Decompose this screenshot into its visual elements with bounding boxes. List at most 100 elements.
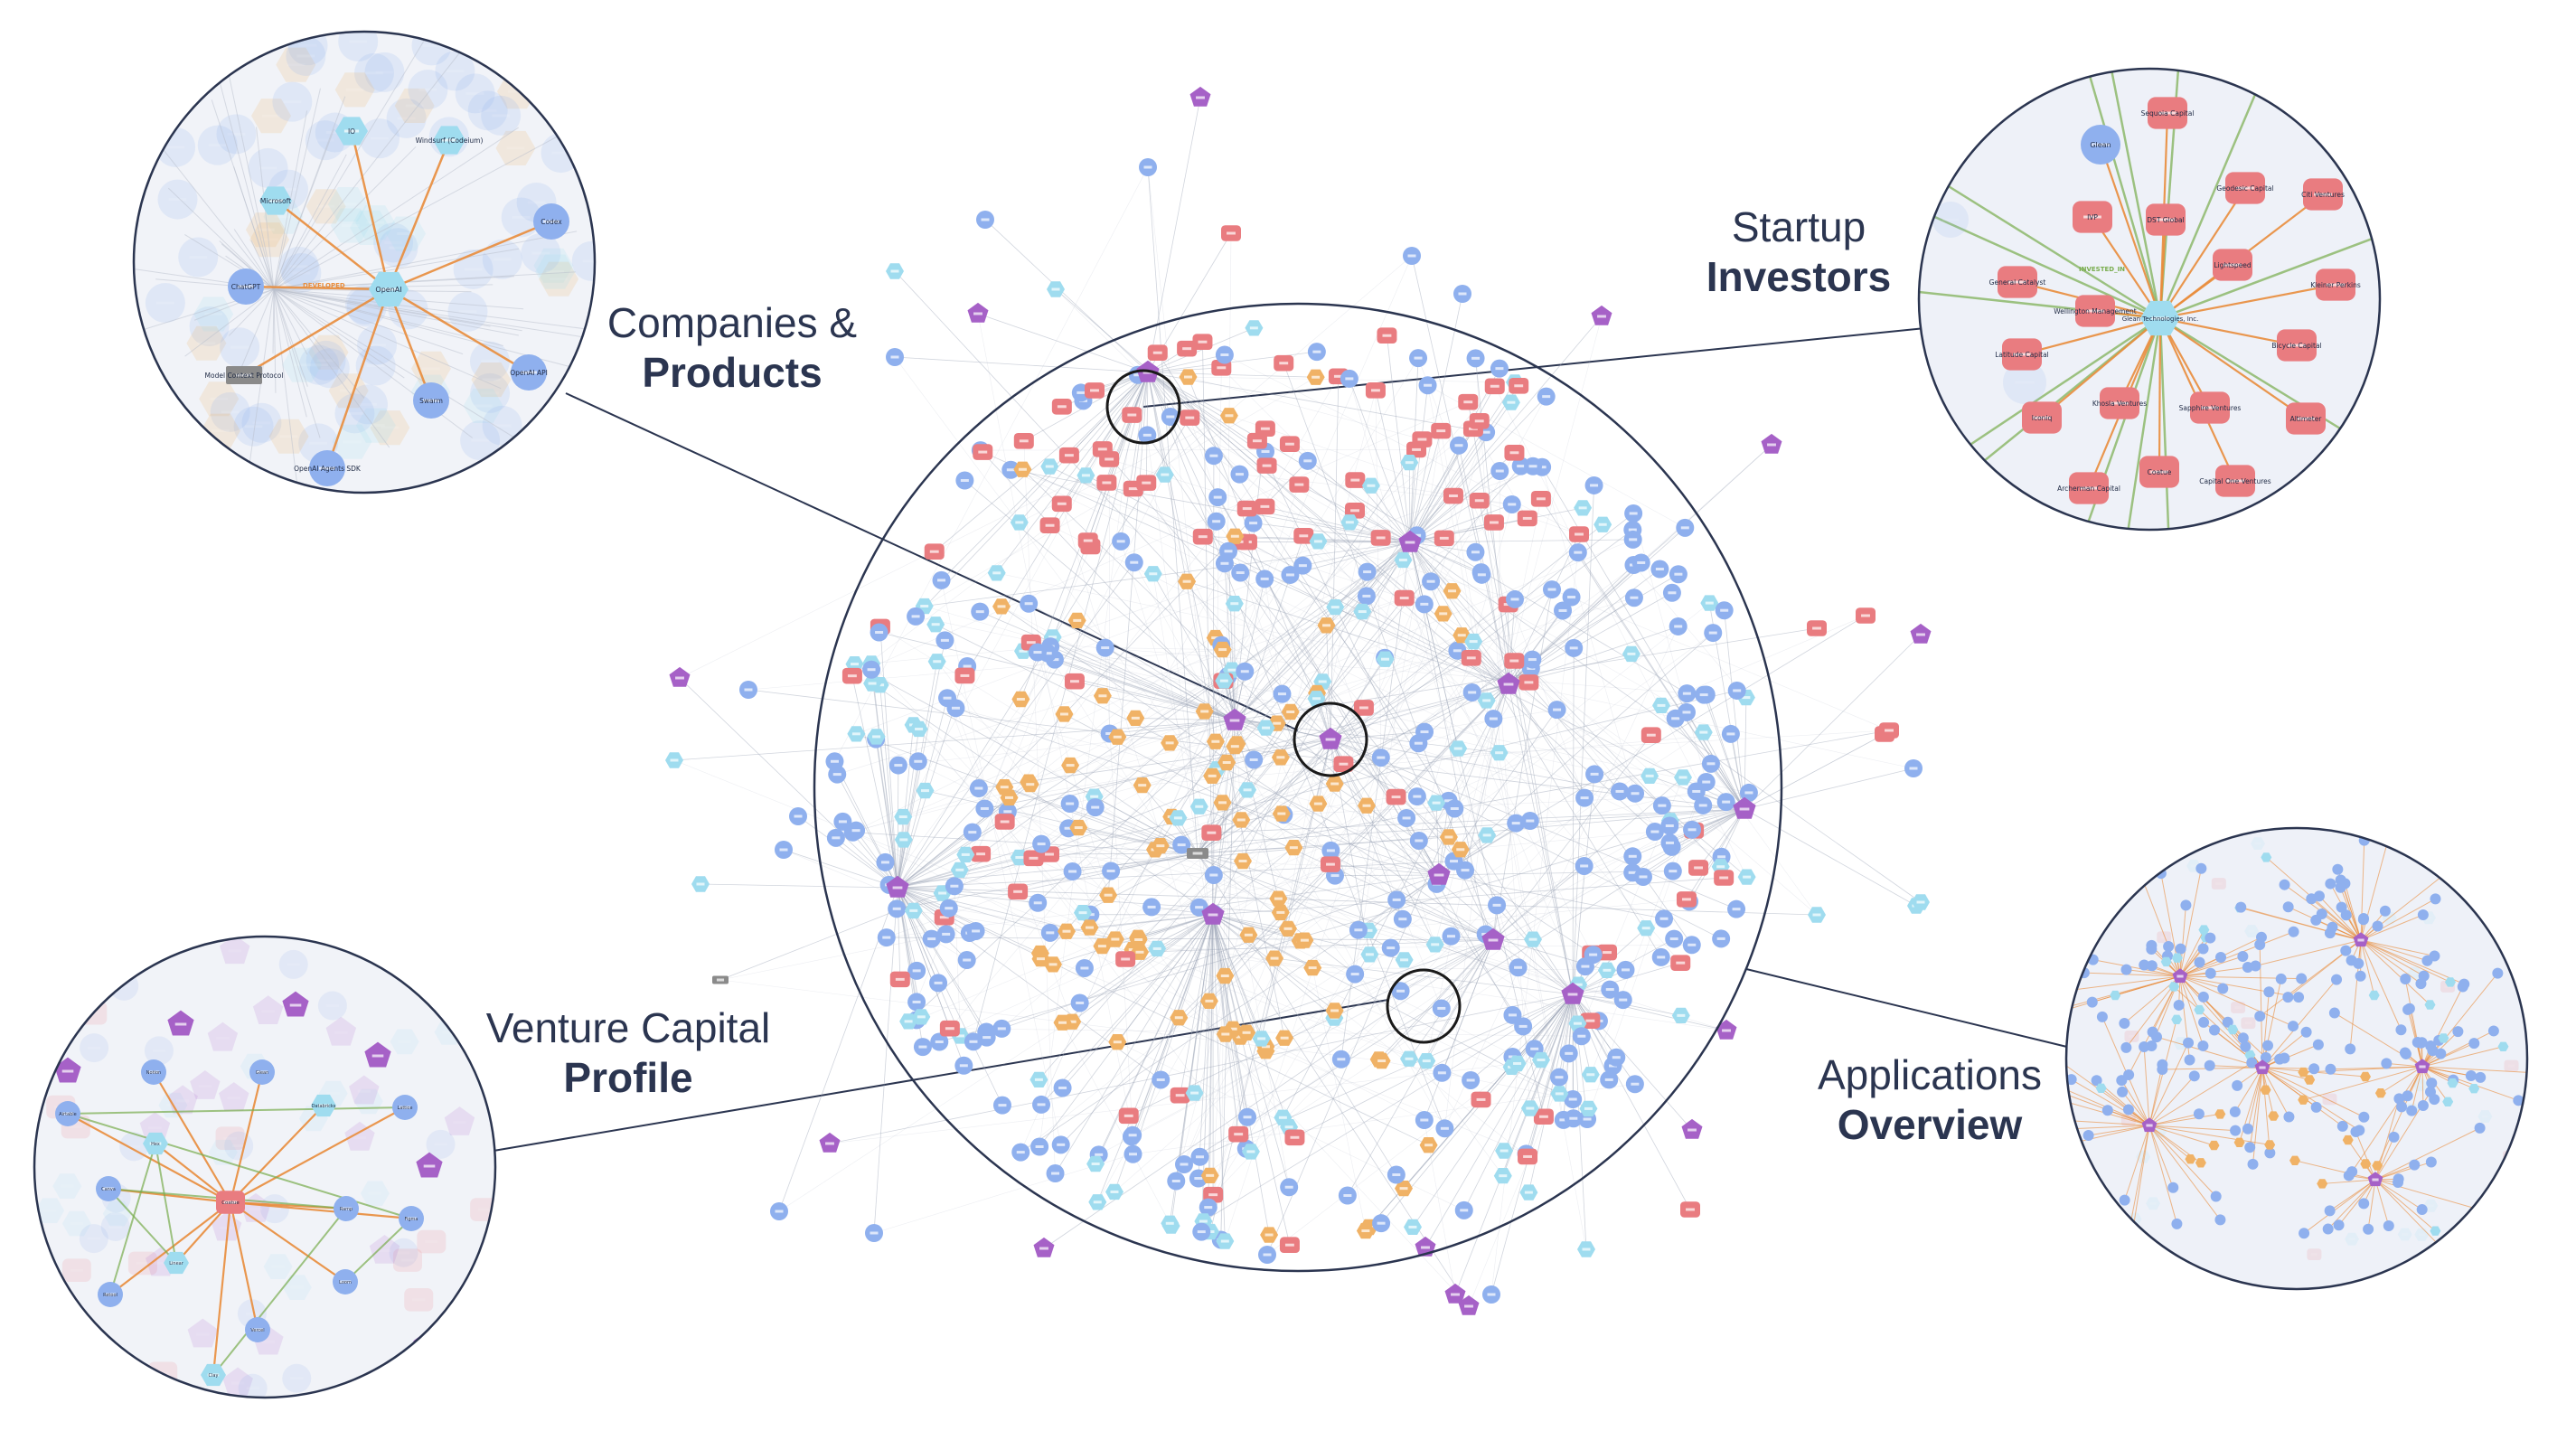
company-node[interactable]: [2458, 982, 2468, 993]
company-node[interactable]: [2331, 974, 2342, 985]
company-node[interactable]: [2296, 974, 2307, 984]
company-node[interactable]: [2097, 1012, 2108, 1022]
company-node[interactable]: [2314, 890, 2325, 901]
company-node[interactable]: [2214, 1214, 2225, 1225]
company-node[interactable]: [2381, 1058, 2392, 1069]
company-node[interactable]: [2205, 968, 2216, 979]
company-node[interactable]: [2345, 1043, 2355, 1054]
company-node[interactable]: [2151, 1031, 2162, 1042]
company-node[interactable]: [2205, 1060, 2215, 1071]
company-node[interactable]: [2383, 1220, 2394, 1231]
product-node[interactable]: [2384, 828, 2395, 837]
company-node[interactable]: [2263, 986, 2274, 997]
company-node[interactable]: [2426, 1157, 2437, 1168]
company-node[interactable]: [2205, 933, 2215, 944]
company-node[interactable]: [2373, 921, 2383, 932]
company-node[interactable]: [2396, 1101, 2407, 1112]
company-node[interactable]: [2466, 1070, 2477, 1081]
company-node[interactable]: [2120, 1195, 2130, 1206]
company-node[interactable]: [2358, 914, 2369, 925]
company-node[interactable]: [2313, 1040, 2324, 1050]
company-node[interactable]: [2537, 1068, 2548, 1078]
company-node[interactable]: [2123, 1229, 2134, 1239]
company-node[interactable]: [2254, 1011, 2265, 1021]
company-node[interactable]: [2195, 957, 2205, 968]
company-node[interactable]: [2393, 1173, 2404, 1184]
company-node[interactable]: [2125, 1241, 2136, 1252]
company-node[interactable]: [2133, 862, 2144, 873]
company-node[interactable]: [2468, 1038, 2479, 1049]
company-node[interactable]: [2050, 986, 2061, 997]
company-node[interactable]: [2119, 1018, 2129, 1029]
company-node[interactable]: [2123, 1069, 2134, 1080]
company-node[interactable]: [2400, 1048, 2411, 1059]
company-node[interactable]: [2325, 879, 2336, 890]
company-node[interactable]: [2163, 941, 2174, 952]
company-node[interactable]: [2340, 946, 2351, 956]
company-node[interactable]: [2087, 997, 2098, 1008]
company-node[interactable]: [2325, 1064, 2336, 1075]
company-node[interactable]: [2120, 1042, 2131, 1053]
company-node[interactable]: [2488, 1025, 2499, 1036]
company-node[interactable]: [2358, 1112, 2369, 1123]
company-node[interactable]: [2157, 1064, 2167, 1075]
company-node[interactable]: [2248, 1159, 2259, 1170]
company-node[interactable]: [2418, 909, 2429, 920]
company-node[interactable]: [2327, 922, 2337, 933]
company-node[interactable]: [2337, 1121, 2348, 1132]
company-node[interactable]: [2491, 1210, 2502, 1220]
company-node[interactable]: [2060, 1003, 2071, 1013]
company-node[interactable]: [2289, 927, 2299, 937]
company-node[interactable]: [2417, 1204, 2428, 1215]
company-node[interactable]: [2430, 893, 2440, 904]
company-node[interactable]: [2198, 943, 2209, 954]
company-node[interactable]: [2475, 1123, 2486, 1134]
company-node[interactable]: [2123, 1104, 2134, 1115]
company-node[interactable]: [2146, 944, 2157, 955]
company-node[interactable]: [2353, 958, 2364, 969]
company-node[interactable]: [2183, 1038, 2194, 1049]
company-node[interactable]: [2121, 965, 2132, 975]
company-node[interactable]: [2323, 1224, 2334, 1235]
company-node[interactable]: [2189, 1070, 2200, 1081]
company-node[interactable]: [2425, 1040, 2436, 1051]
company-node[interactable]: [2174, 1000, 2185, 1011]
company-node[interactable]: [2310, 915, 2321, 926]
company-node[interactable]: [2363, 1224, 2374, 1235]
company-node[interactable]: [2147, 960, 2158, 971]
company-node[interactable]: [2279, 1052, 2289, 1063]
company-node[interactable]: [2358, 1198, 2369, 1209]
company-node[interactable]: [2299, 1228, 2309, 1238]
company-node[interactable]: [2341, 909, 2352, 920]
company-node[interactable]: [2242, 1124, 2253, 1134]
company-node[interactable]: [2336, 882, 2346, 893]
company-node[interactable]: [2217, 984, 2228, 994]
company-node[interactable]: [2250, 960, 2261, 971]
company-node[interactable]: [2406, 1106, 2417, 1116]
company-node[interactable]: [2197, 1040, 2208, 1051]
company-node[interactable]: [2083, 1130, 2094, 1141]
company-node[interactable]: [2418, 1100, 2429, 1111]
company-node[interactable]: [2185, 1055, 2195, 1066]
company-node[interactable]: [2209, 1025, 2220, 1036]
company-node[interactable]: [2400, 974, 2411, 984]
company-node[interactable]: [2389, 1132, 2400, 1143]
company-node[interactable]: [2167, 1182, 2178, 1193]
company-node[interactable]: [2325, 1205, 2336, 1216]
company-node[interactable]: [2425, 1087, 2436, 1097]
company-node[interactable]: [2282, 992, 2293, 1003]
company-node[interactable]: [2311, 1102, 2322, 1113]
company-node[interactable]: [2211, 1191, 2222, 1201]
company-node[interactable]: [2288, 1021, 2299, 1031]
company-node[interactable]: [2475, 1072, 2486, 1083]
company-node[interactable]: [2380, 906, 2391, 917]
company-node[interactable]: [2230, 1125, 2241, 1136]
company-node[interactable]: [2446, 863, 2457, 874]
company-node[interactable]: [2232, 1080, 2242, 1091]
company-node[interactable]: [2452, 1026, 2463, 1037]
company-node[interactable]: [2402, 1004, 2413, 1015]
company-node[interactable]: [2419, 971, 2430, 982]
company-node[interactable]: [2139, 1041, 2149, 1052]
company-node[interactable]: [2230, 1106, 2241, 1117]
company-node[interactable]: [2329, 1008, 2340, 1019]
